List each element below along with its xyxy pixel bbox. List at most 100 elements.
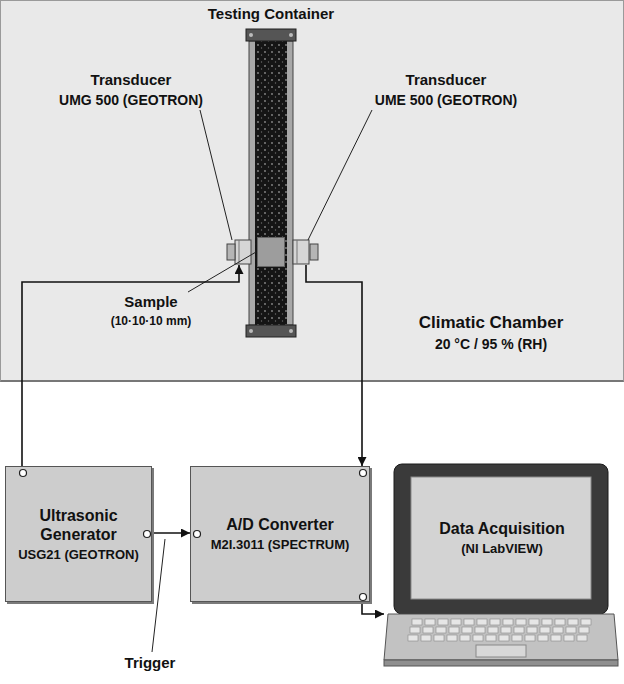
- transducer-body: [293, 240, 309, 264]
- tube-cap: [246, 29, 296, 41]
- testing-container: Testing ContainerSample(10·10·10 mm): [249, 29, 293, 337]
- key: [577, 635, 587, 641]
- sample-outline: [257, 237, 285, 267]
- laptop: Data Acquisition (NI LabVIEW): [384, 462, 618, 668]
- text-holder: Data Acquisition (NI LabVIEW): [412, 478, 592, 598]
- key: [566, 627, 576, 633]
- node-title: Sample: [96, 293, 206, 311]
- transducer-cap: [227, 244, 235, 260]
- node-subtitle: UMG 500 (GEOTRON): [31, 92, 231, 109]
- terminal: [194, 531, 201, 538]
- leader-line: [152, 539, 165, 652]
- key: [436, 627, 446, 633]
- key: [514, 627, 524, 633]
- key: [503, 619, 513, 625]
- tube-wall: [249, 41, 293, 325]
- key: [501, 627, 511, 633]
- text-holder: Testing Container: [181, 5, 361, 23]
- key: [438, 619, 448, 625]
- key: [464, 619, 474, 625]
- label-holder: Trigger: [100, 654, 200, 672]
- text-holder: A/D ConverterM2I.3011 (SPECTRUM): [199, 477, 361, 591]
- key: [568, 619, 578, 625]
- tube-fill: [255, 41, 287, 325]
- key: [525, 635, 535, 641]
- key: [538, 635, 548, 641]
- key: [434, 635, 444, 641]
- node-title: Transducer: [336, 71, 556, 89]
- transducer-groove: [239, 240, 240, 264]
- text-holder: Climatic Chamber 20 °C / 95 % (RH): [386, 313, 596, 353]
- touchpad: [476, 645, 526, 657]
- key: [579, 627, 589, 633]
- key: [451, 619, 461, 625]
- node-title: Climatic Chamber: [386, 313, 596, 333]
- text-holder: TransducerUME 500 (GEOTRON): [336, 71, 556, 109]
- key: [421, 635, 431, 641]
- key: [473, 635, 483, 641]
- node-subtitle: USG21 (GEOTRON): [18, 547, 139, 563]
- node-subtitle: 20 °C / 95 % (RH): [386, 336, 596, 353]
- transducer-outline: [293, 239, 319, 265]
- laptop-outline: [384, 462, 618, 668]
- text-holder: TransducerUMG 500 (GEOTRON): [31, 71, 231, 109]
- cap-bolt: [249, 329, 253, 333]
- tube-cap: [246, 325, 296, 337]
- key: [540, 627, 550, 633]
- device-box: A/D ConverterM2I.3011 (SPECTRUM): [190, 466, 370, 602]
- key: [423, 627, 433, 633]
- key: [581, 619, 591, 625]
- key: [408, 635, 418, 641]
- transducer: TransducerUME 500 (GEOTRON): [293, 239, 319, 265]
- transducer-body: [235, 240, 251, 264]
- laptop-base: [384, 614, 618, 660]
- laptop-lid: [394, 464, 608, 614]
- key: [477, 619, 487, 625]
- key: [542, 619, 552, 625]
- transducer-cap: [310, 244, 318, 260]
- terminal: [144, 531, 151, 538]
- node-title: Testing Container: [181, 5, 361, 23]
- node-subtitle: (NI LabVIEW): [461, 541, 543, 557]
- key: [462, 627, 472, 633]
- transducer-groove: [297, 240, 298, 264]
- key: [527, 627, 537, 633]
- signal-wire: [362, 602, 384, 614]
- key: [553, 627, 563, 633]
- key: [499, 635, 509, 641]
- key: [490, 619, 500, 625]
- key: [551, 635, 561, 641]
- climatic-chamber: Climatic Chamber 20 °C / 95 % (RH) Testing…: [0, 0, 624, 382]
- node-subtitle: UME 500 (GEOTRON): [336, 92, 556, 109]
- cap-bolt: [289, 329, 293, 333]
- key: [529, 619, 539, 625]
- transducer: TransducerUMG 500 (GEOTRON): [227, 239, 251, 265]
- text-holder: Ultrasonic GeneratorUSG21 (GEOTRON): [14, 477, 143, 591]
- node-title: Transducer: [31, 71, 231, 89]
- key: [447, 635, 457, 641]
- transducer-outline: [227, 239, 251, 265]
- node-title: Ultrasonic Generator: [14, 506, 143, 544]
- key: [488, 627, 498, 633]
- key: [425, 619, 435, 625]
- testing-container-outline: [249, 29, 293, 337]
- cap-bolt: [289, 33, 293, 37]
- node-title: A/D Converter: [226, 515, 334, 534]
- sample-cube: [258, 238, 285, 267]
- laptop-screen: [411, 477, 591, 599]
- key: [564, 635, 574, 641]
- key: [449, 627, 459, 633]
- node-title: Data Acquisition: [439, 519, 565, 538]
- sample: Sample(10·10·10 mm): [257, 237, 285, 267]
- key: [516, 619, 526, 625]
- terminal-layer: [191, 467, 371, 603]
- edge-label: Trigger: [100, 654, 200, 672]
- terminal: [20, 470, 27, 477]
- key: [460, 635, 470, 641]
- key: [486, 635, 496, 641]
- key: [512, 635, 522, 641]
- key: [475, 627, 485, 633]
- terminal: [360, 594, 367, 601]
- text-holder: Sample(10·10·10 mm): [96, 293, 206, 328]
